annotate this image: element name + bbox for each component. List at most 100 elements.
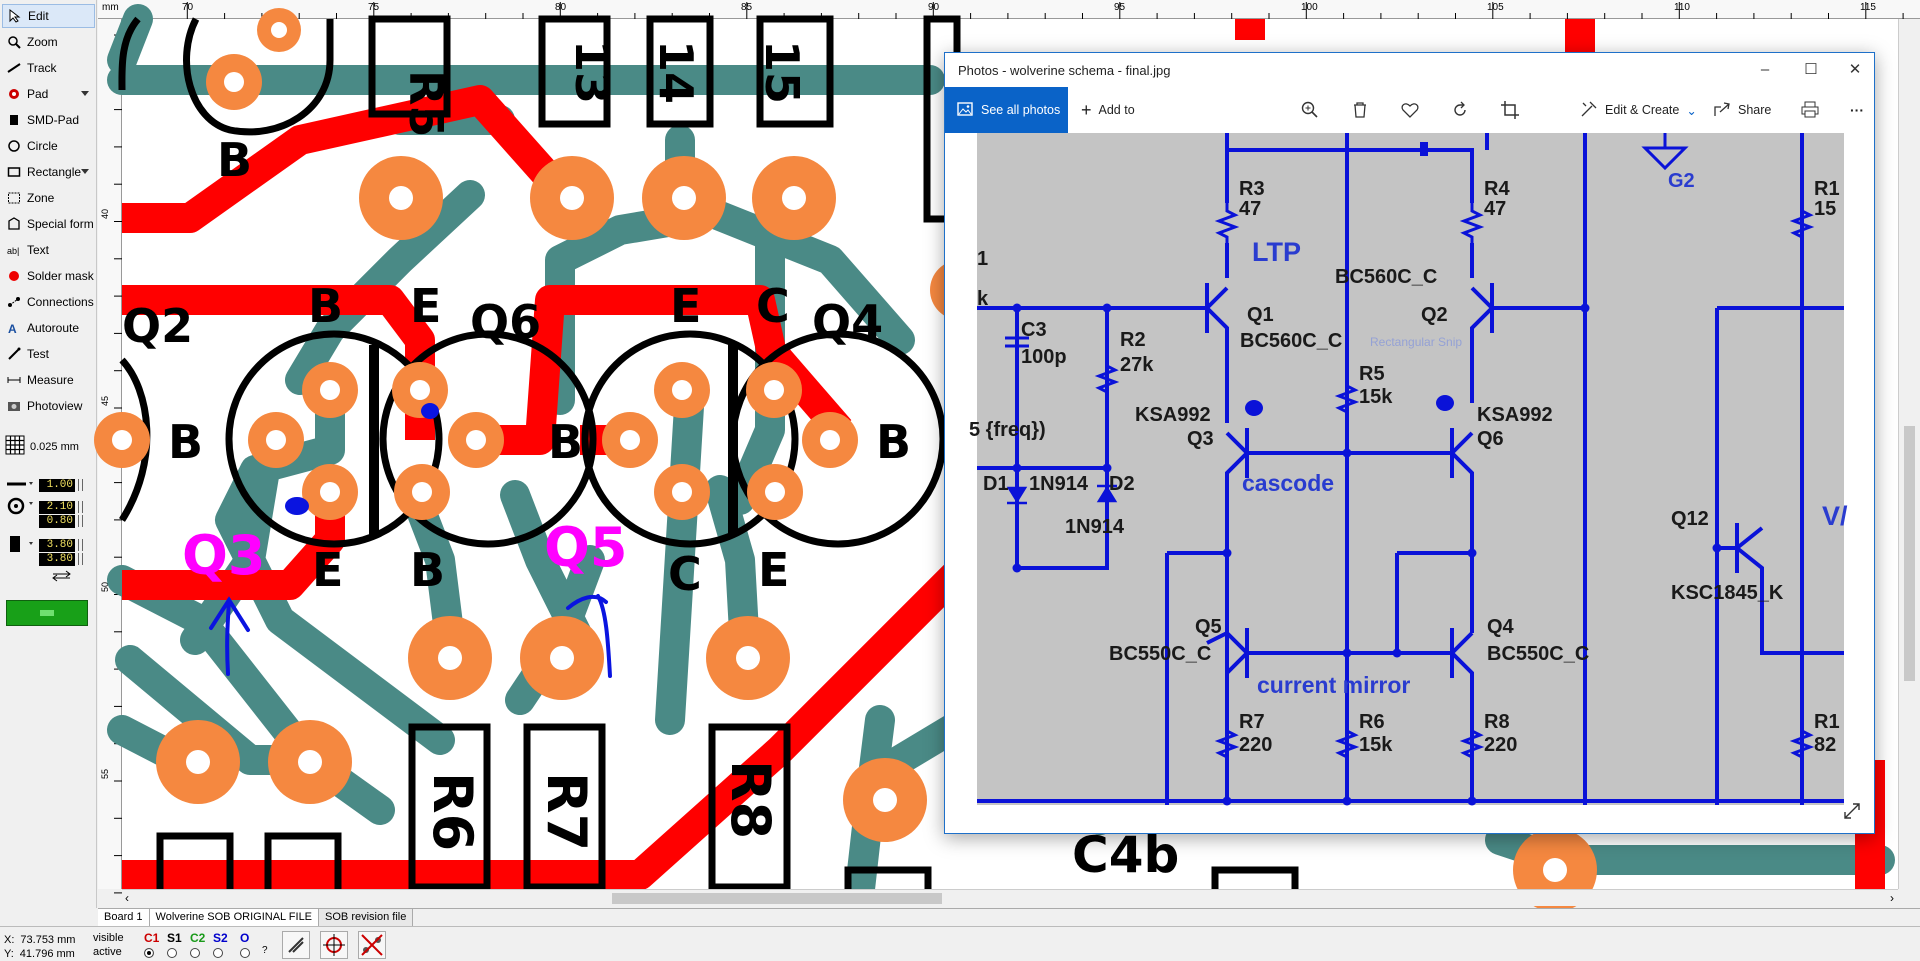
connections-icon <box>7 295 21 309</box>
spinner-icon[interactable] <box>78 479 83 491</box>
share-button[interactable]: Share <box>1713 87 1771 133</box>
part-label: KSC1845_K <box>1671 582 1784 604</box>
ref-label: Q3 <box>1187 428 1214 450</box>
plus-icon: + <box>1081 100 1092 120</box>
horizontal-scrollbar[interactable]: ‹ › <box>122 889 1898 906</box>
pad-inner-value[interactable]: 0.80 <box>39 514 75 528</box>
scrollbar-thumb[interactable] <box>612 893 942 904</box>
delete-icon[interactable] <box>1350 100 1370 120</box>
drill-view-button[interactable] <box>320 931 348 959</box>
ref-label: 1 <box>977 248 988 270</box>
status-bar: X:73.753 mm Y:41.796 mm visible active C… <box>0 926 1920 960</box>
photos-viewer-window[interactable]: Photos - wolverine schema - final.jpg – … <box>944 52 1875 834</box>
pad-outer-value[interactable]: 2.10 <box>39 500 75 514</box>
layer-status-indicator[interactable] <box>6 600 88 626</box>
tool-pad[interactable]: Pad <box>2 82 95 106</box>
favorite-heart-icon[interactable] <box>1400 100 1420 120</box>
add-to-button[interactable]: + Add to <box>1081 87 1135 133</box>
tab-revision-file[interactable]: SOB revision file <box>319 909 414 926</box>
tool-label: Zone <box>27 191 55 205</box>
zoom-in-icon[interactable] <box>1300 100 1320 120</box>
document-tabs: Board 1 Wolverine SOB ORIGINAL FILE SOB … <box>98 908 1920 926</box>
spinner-icon[interactable] <box>78 553 83 565</box>
grid-selector[interactable]: 0.025 mm <box>5 435 79 457</box>
layer-s2[interactable]: S2 <box>213 931 228 945</box>
part-label: BC550C_C <box>1487 643 1589 665</box>
tool-smd-pad[interactable]: SMD-Pad <box>2 108 95 132</box>
smd-height-value[interactable]: 3.80 <box>39 552 75 566</box>
tool-zoom[interactable]: Zoom <box>2 30 95 54</box>
rotate-icon[interactable] <box>1450 100 1470 120</box>
status-led-icon <box>40 610 54 616</box>
layer-radio-o[interactable] <box>240 948 250 958</box>
layer-c2[interactable]: C2 <box>190 931 206 945</box>
solder-mask-icon <box>7 269 21 283</box>
see-all-photos-button[interactable]: See all photos <box>945 87 1068 133</box>
schematic-image: R3 47 R4 47 Q1 BC560C_C BC560C_C Q2 C3 1… <box>969 133 1848 806</box>
crop-icon[interactable] <box>1500 100 1520 120</box>
layer-c1[interactable]: C1 <box>144 931 160 945</box>
tool-label: Solder mask <box>27 269 94 283</box>
chevron-down-icon[interactable] <box>81 91 89 96</box>
minimize-icon[interactable]: – <box>1760 61 1770 78</box>
layer-radio-s2[interactable] <box>213 948 223 958</box>
more-options-icon[interactable]: ··· <box>1850 102 1864 118</box>
layer-radio-s1[interactable] <box>167 948 177 958</box>
diode-symbols <box>1006 484 1118 505</box>
circle-icon <box>7 139 21 153</box>
value-label: 100p <box>1021 346 1067 368</box>
part-label: 15 <box>755 40 809 104</box>
tool-connections[interactable]: Connections <box>2 290 95 314</box>
tool-text[interactable]: ab| Text <box>2 238 95 262</box>
spinner-icon[interactable] <box>78 515 83 527</box>
tool-solder-mask[interactable]: Solder mask <box>2 264 95 288</box>
close-icon[interactable]: ✕ <box>1848 61 1862 78</box>
grid-icon <box>5 435 25 457</box>
track-width-icon <box>6 477 36 494</box>
tool-track[interactable]: Track <box>2 56 95 80</box>
layer-radio-c1[interactable] <box>144 948 154 958</box>
photos-titlebar[interactable]: Photos - wolverine schema - final.jpg <box>945 53 1874 87</box>
part-label: BC560C_C <box>1240 330 1342 352</box>
chevron-down-icon[interactable] <box>81 169 89 174</box>
expand-icon[interactable] <box>1842 801 1862 821</box>
tool-autoroute[interactable]: A Autoroute <box>2 316 95 340</box>
spinner-icon[interactable] <box>78 501 83 513</box>
layer-radio-c2[interactable] <box>190 948 200 958</box>
scroll-right-icon[interactable]: › <box>1890 891 1894 905</box>
layer-swap-button[interactable] <box>282 931 310 959</box>
tool-measure[interactable]: Measure <box>2 368 95 392</box>
ref-label: R7 <box>1239 711 1265 733</box>
spinner-icon[interactable] <box>78 539 83 551</box>
ruler-label: 75 <box>368 2 380 13</box>
print-icon[interactable] <box>1800 100 1820 120</box>
ruler-label: 85 <box>741 2 753 13</box>
tool-special-form[interactable]: Special form <box>2 212 95 236</box>
swap-icon[interactable] <box>52 570 72 584</box>
tool-edit[interactable]: Edit <box>2 4 95 28</box>
tool-zone[interactable]: Zone <box>2 186 95 210</box>
part-label: R5 <box>399 70 453 137</box>
ref-label: R1 <box>1814 178 1840 200</box>
ratsnest-toggle-button[interactable] <box>358 931 386 959</box>
tool-test[interactable]: Test <box>2 342 95 366</box>
tool-photoview[interactable]: Photoview <box>2 394 95 418</box>
layer-s1[interactable]: S1 <box>167 931 182 945</box>
scrollbar-thumb[interactable] <box>1904 426 1915 681</box>
tool-circle[interactable]: Circle <box>2 134 95 158</box>
maximize-icon[interactable]: ☐ <box>1804 61 1818 78</box>
track-width-value[interactable]: 1.00 <box>39 478 75 492</box>
no-connections-icon <box>359 934 385 961</box>
tool-label: Autoroute <box>27 321 80 335</box>
tab-original-file[interactable]: Wolverine SOB ORIGINAL FILE <box>149 909 320 926</box>
vertical-scrollbar[interactable] <box>1898 19 1920 889</box>
edit-create-button[interactable]: Edit & Create ⌄ <box>1580 87 1697 133</box>
layer-o[interactable]: O <box>240 931 250 945</box>
part-label: KSA992 <box>1135 404 1211 426</box>
smd-width-value[interactable]: 3.80 <box>39 538 75 552</box>
help-marker[interactable]: ? <box>262 945 268 956</box>
ref-label: Q4 <box>1487 616 1515 638</box>
tool-rectangle[interactable]: Rectangle <box>2 160 95 184</box>
tab-board-1[interactable]: Board 1 <box>98 909 150 926</box>
scroll-left-icon[interactable]: ‹ <box>125 891 129 905</box>
